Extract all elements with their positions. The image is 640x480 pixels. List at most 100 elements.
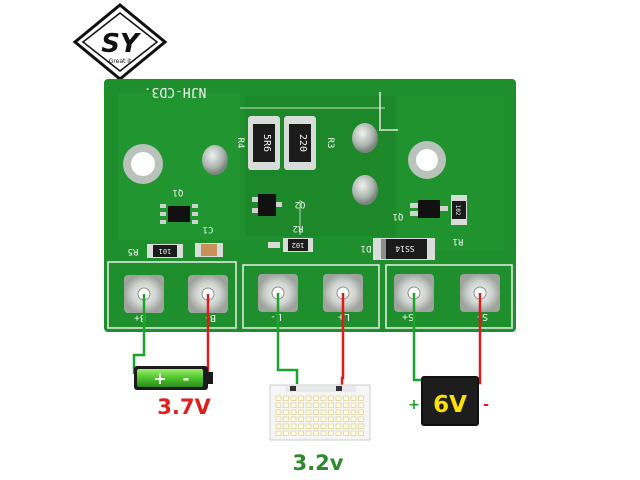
led-chip	[275, 409, 282, 415]
led-chip	[290, 430, 297, 436]
pad-label-b-minus: B-	[204, 312, 216, 323]
led-array	[275, 395, 364, 436]
led-chip	[358, 416, 364, 422]
led-chip	[275, 423, 282, 429]
led-chip	[320, 402, 327, 408]
led-chip	[283, 430, 289, 436]
pad-label-s-minus: S-	[476, 311, 488, 322]
pad-label-b-plus: B+	[134, 312, 146, 323]
pad-label-l-minus: L-	[270, 311, 282, 322]
led-chip	[320, 430, 327, 436]
led-chip	[320, 416, 327, 422]
led-chip	[298, 416, 304, 422]
resistor-r1: 102	[451, 195, 467, 225]
led-chip	[313, 402, 319, 408]
led-chip	[275, 402, 282, 408]
mounting-hole-left	[123, 144, 163, 184]
led-chip	[305, 395, 312, 401]
transistor-q1-right	[410, 200, 448, 218]
led-chip	[305, 423, 312, 429]
led-chip	[313, 409, 319, 415]
diode-d1-label: D1	[361, 243, 372, 253]
solder-point	[352, 175, 378, 205]
led-chip	[290, 395, 297, 401]
led-panel	[269, 384, 371, 441]
solar-module: 6V	[421, 376, 479, 426]
led-chip	[328, 423, 334, 429]
wire-solar-positive	[412, 293, 424, 382]
led-chip	[328, 402, 334, 408]
transistor-q1-left-label: Q1	[173, 187, 184, 197]
resistor-r5: 101	[147, 244, 183, 258]
led-chip	[343, 409, 349, 415]
led-chip	[358, 395, 364, 401]
led-chip	[320, 395, 327, 401]
led-chip	[343, 423, 349, 429]
solar-voltage: 6V	[433, 392, 467, 418]
battery-plus-sign: +	[153, 369, 166, 388]
led-chip	[350, 395, 357, 401]
brand-logo: SY Great it	[72, 3, 168, 81]
led-chip	[298, 395, 304, 401]
resistor-r5-value: 101	[159, 247, 172, 255]
resistor-r3: 220	[284, 116, 316, 170]
resistor-r2: 102	[283, 238, 313, 252]
led-chip	[313, 423, 319, 429]
resistor-r2-label: R2	[293, 223, 304, 233]
transistor-q2-label: Q2	[295, 199, 306, 209]
wire-battery-positive	[132, 294, 146, 374]
logo-monogram: SY	[101, 29, 142, 59]
resistor-r4: 5R6	[248, 116, 280, 170]
led-chip	[275, 395, 282, 401]
led-chip	[335, 416, 342, 422]
resistor-r4-value: 5R6	[261, 134, 272, 152]
led-chip	[290, 423, 297, 429]
led-chip	[283, 423, 289, 429]
led-chip	[335, 402, 342, 408]
led-chip	[343, 402, 349, 408]
led-terminal-block	[242, 264, 380, 329]
led-chip	[313, 416, 319, 422]
resistor-r1-label: R1	[453, 236, 464, 246]
battery-minus-sign: -	[183, 369, 190, 388]
transistor-q1-right-label: Q1	[393, 211, 404, 221]
led-chip	[350, 430, 357, 436]
diode-d1-value: SS14	[395, 244, 414, 253]
led-chip	[358, 423, 364, 429]
led-chip	[358, 409, 364, 415]
resistor-r4-label: R4	[235, 138, 245, 149]
led-chip	[275, 430, 282, 436]
solar-plus-sign: +	[408, 397, 420, 413]
led-chip	[290, 416, 297, 422]
led-chip	[328, 416, 334, 422]
led-chip	[313, 430, 319, 436]
led-chip	[305, 402, 312, 408]
led-chip	[335, 423, 342, 429]
board-name: NJH-CD3.	[144, 84, 207, 99]
capacitor-c1-label: C1	[203, 224, 214, 234]
diode-d1: SS14	[373, 238, 435, 260]
resistor-r5-label: R5	[128, 246, 139, 256]
led-chip	[320, 423, 327, 429]
led-chip	[328, 430, 334, 436]
led-chip	[335, 430, 342, 436]
solar-terminal-block	[385, 264, 513, 329]
led-chip	[328, 395, 334, 401]
battery-terminal-block	[107, 261, 237, 329]
led-chip	[283, 395, 289, 401]
led-chip	[298, 409, 304, 415]
mounting-hole-right	[408, 141, 446, 179]
resistor-r3-value: 220	[297, 134, 308, 152]
solder-point	[352, 123, 378, 153]
led-chip	[298, 402, 304, 408]
led-chip	[305, 409, 312, 415]
led-chip	[290, 409, 297, 415]
led-chip	[313, 395, 319, 401]
led-chip	[358, 402, 364, 408]
pcb-board: NJH-CD3. 5R6 R4 220 R3	[104, 79, 516, 332]
led-panel-voltage: 3.2v	[293, 451, 344, 475]
led-chip	[343, 416, 349, 422]
led-chip	[283, 416, 289, 422]
solder-point	[202, 145, 228, 175]
